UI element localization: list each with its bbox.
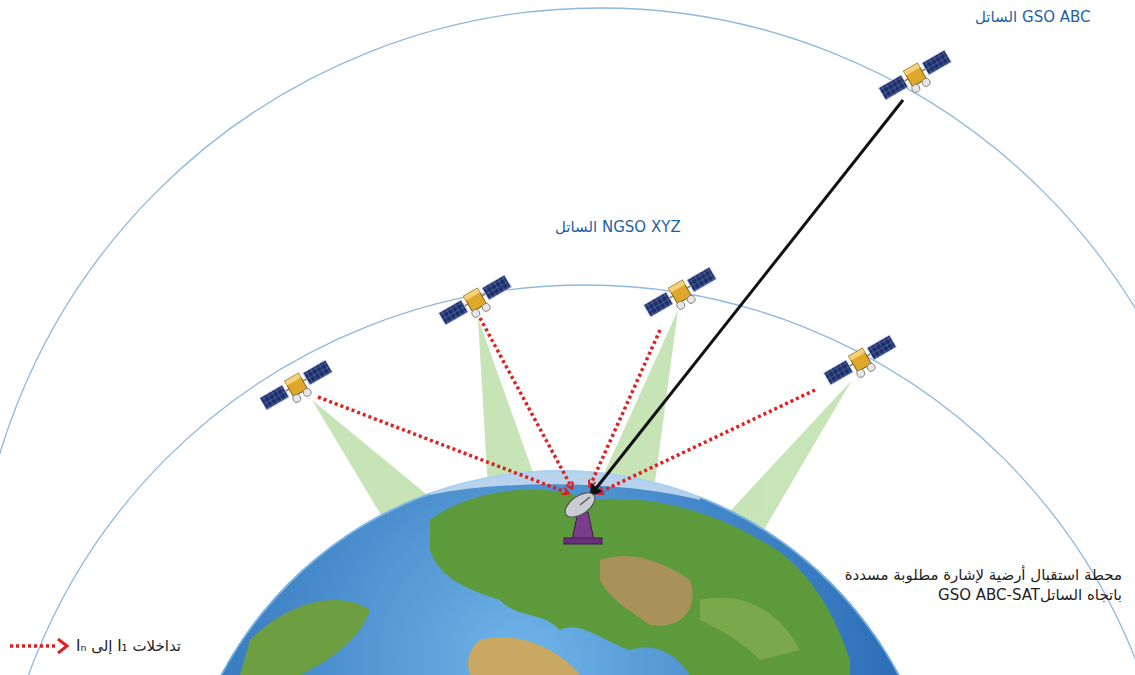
station-note: محطة استقبال أرضية لإشارة مطلوبة مسددة ب…	[822, 566, 1122, 605]
wanted-signal-arrow	[590, 100, 903, 496]
legend-text: تداخلات I₁ إلى Iₙ	[76, 637, 181, 655]
ngso-satellite	[643, 265, 721, 325]
earth	[176, 460, 944, 675]
ngso-satellite	[259, 358, 337, 418]
legend-row: تداخلات I₁ إلى Iₙ	[8, 636, 181, 656]
legend-sample	[8, 636, 70, 656]
interference-arrows	[318, 318, 815, 493]
ngso-orbit	[0, 285, 1135, 675]
satellite-label: الساتل NGSO XYZ	[555, 218, 681, 238]
ngso-satellite	[438, 273, 516, 333]
ngso-satellite	[823, 333, 901, 393]
gso-orbit	[0, 8, 1135, 675]
satellite-label: الساتل GSO ABC	[975, 8, 1090, 28]
gso-satellite	[878, 48, 956, 108]
earth-station-dish	[561, 488, 602, 544]
